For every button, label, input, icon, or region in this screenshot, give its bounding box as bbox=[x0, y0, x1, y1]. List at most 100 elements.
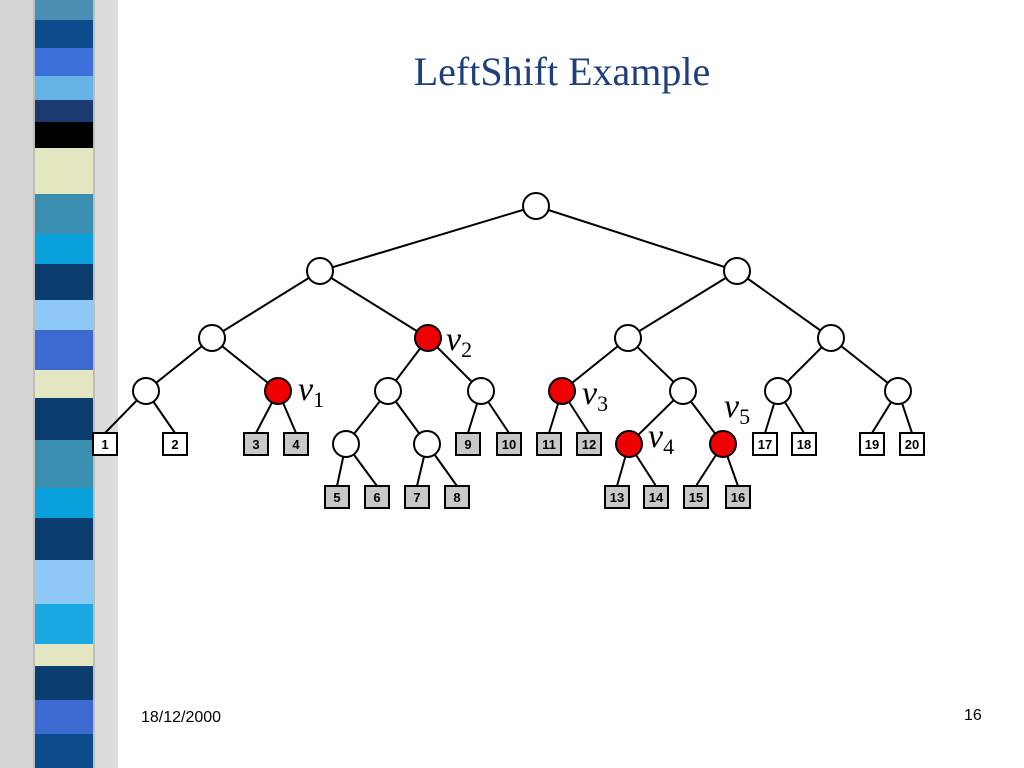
leaf-box bbox=[92, 432, 118, 456]
tree-edge bbox=[319, 205, 537, 272]
leaf-box bbox=[404, 485, 430, 509]
footer-date: 18/12/2000 bbox=[141, 709, 222, 726]
decorative-side-bar bbox=[0, 0, 118, 768]
leaf-box bbox=[899, 432, 925, 456]
leaf-label: 15 bbox=[689, 490, 703, 505]
tree-node bbox=[669, 377, 697, 405]
tree-node bbox=[306, 257, 334, 285]
leaf-box bbox=[683, 485, 709, 509]
node-v5 bbox=[709, 430, 737, 458]
leaf-label: 12 bbox=[582, 437, 596, 452]
leaf-18: 18 bbox=[791, 432, 817, 456]
label-v2: v2 bbox=[446, 321, 472, 362]
leaf-box bbox=[364, 485, 390, 509]
leaf-19: 19 bbox=[859, 432, 885, 456]
leaf-15: 15 bbox=[683, 485, 709, 509]
tree-node bbox=[467, 377, 495, 405]
label-v3: v3 bbox=[582, 375, 608, 416]
leaf-label: 1 bbox=[101, 437, 108, 452]
tree-node bbox=[413, 430, 441, 458]
leaf-box bbox=[791, 432, 817, 456]
tree-node bbox=[332, 430, 360, 458]
leaf-7: 7 bbox=[404, 485, 430, 509]
leaf-label: 16 bbox=[731, 490, 745, 505]
tree-node bbox=[764, 377, 792, 405]
tree-node bbox=[374, 377, 402, 405]
leaf-label: 19 bbox=[865, 437, 879, 452]
leaf-label: 17 bbox=[758, 437, 772, 452]
tree-node bbox=[198, 324, 226, 352]
leaf-label: 9 bbox=[464, 437, 471, 452]
label-v1: v1 bbox=[298, 371, 324, 412]
tree-edge bbox=[211, 270, 321, 339]
leaf-13: 13 bbox=[604, 485, 630, 509]
tree-node bbox=[522, 192, 550, 220]
node-v3 bbox=[548, 377, 576, 405]
tree-edge bbox=[736, 270, 832, 339]
leaf-3: 3 bbox=[243, 432, 269, 456]
leaf-10: 10 bbox=[496, 432, 522, 456]
tree-node bbox=[723, 257, 751, 285]
tree-edge bbox=[830, 337, 899, 392]
leaf-11: 11 bbox=[536, 432, 562, 456]
leaf-label: 4 bbox=[292, 437, 300, 452]
tree-node bbox=[132, 377, 160, 405]
leaf-box bbox=[455, 432, 481, 456]
leaf-5: 5 bbox=[324, 485, 350, 509]
leaf-label: 7 bbox=[413, 490, 420, 505]
leaf-box bbox=[859, 432, 885, 456]
tree-node bbox=[614, 324, 642, 352]
leaf-box bbox=[643, 485, 669, 509]
leaf-box bbox=[536, 432, 562, 456]
leaf-box bbox=[752, 432, 778, 456]
leaf-label: 8 bbox=[453, 490, 460, 505]
leaf-14: 14 bbox=[643, 485, 669, 509]
leaf-label: 13 bbox=[610, 490, 624, 505]
label-v5: v5 bbox=[724, 388, 750, 429]
leaf-label: 11 bbox=[542, 437, 556, 452]
internal-nodes bbox=[132, 192, 912, 458]
page-number: 16 bbox=[964, 707, 982, 724]
leaf-20: 20 bbox=[899, 432, 925, 456]
leaf-box bbox=[283, 432, 309, 456]
leaf-label: 20 bbox=[905, 437, 919, 452]
leaf-box bbox=[444, 485, 470, 509]
leaf-6: 6 bbox=[364, 485, 390, 509]
leaf-label: 18 bbox=[797, 437, 811, 452]
tree-edge bbox=[561, 337, 629, 392]
leaf-8: 8 bbox=[444, 485, 470, 509]
node-v2 bbox=[414, 324, 442, 352]
tree-node bbox=[884, 377, 912, 405]
leaf-2: 2 bbox=[162, 432, 188, 456]
tree-node bbox=[817, 324, 845, 352]
leaf-box bbox=[604, 485, 630, 509]
tree-edge bbox=[211, 337, 279, 392]
leaf-label: 10 bbox=[502, 437, 516, 452]
tree-edge bbox=[627, 270, 738, 339]
leaf-box bbox=[162, 432, 188, 456]
leaf-box bbox=[324, 485, 350, 509]
leaf-1: 1 bbox=[92, 432, 118, 456]
leaf-box bbox=[496, 432, 522, 456]
leaf-4: 4 bbox=[283, 432, 309, 456]
leaf-label: 6 bbox=[373, 490, 380, 505]
leaf-12: 12 bbox=[576, 432, 602, 456]
leaf-label: 2 bbox=[171, 437, 178, 452]
leaf-label: 5 bbox=[333, 490, 340, 505]
node-v4 bbox=[615, 430, 643, 458]
tree-edge bbox=[319, 270, 429, 339]
leaf-label: 14 bbox=[649, 490, 664, 505]
leaf-label: 3 bbox=[252, 437, 259, 452]
slide-title: LeftShift Example bbox=[413, 49, 711, 94]
leaf-box bbox=[576, 432, 602, 456]
tree-edge bbox=[535, 205, 738, 272]
leaf-box bbox=[725, 485, 751, 509]
label-v4: v4 bbox=[648, 418, 674, 459]
leaf-16: 16 bbox=[725, 485, 751, 509]
leaf-9: 9 bbox=[455, 432, 481, 456]
leaf-box bbox=[243, 432, 269, 456]
node-v1 bbox=[264, 377, 292, 405]
leaf-17: 17 bbox=[752, 432, 778, 456]
